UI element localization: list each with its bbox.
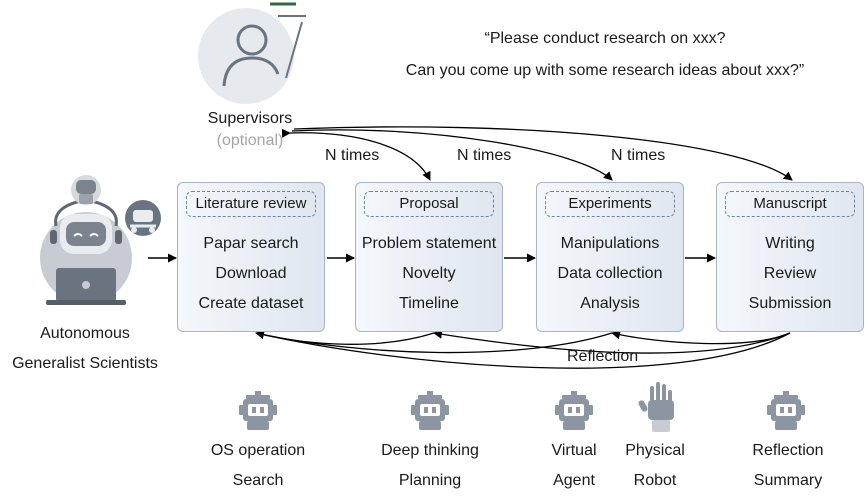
stage-item: Download xyxy=(215,265,287,282)
rover-icon xyxy=(125,200,161,236)
stage-item: Submission xyxy=(748,295,832,312)
loop-experiments xyxy=(291,129,613,181)
research-request-line-2: Can you come up with some research ideas… xyxy=(405,62,805,79)
loop-label-experiments: N times xyxy=(457,147,512,164)
scientist-avatar xyxy=(40,198,132,305)
agent-label-line-1: Autonomous xyxy=(40,325,130,342)
loop-proposal xyxy=(281,128,431,181)
reflection-curve-3 xyxy=(611,330,791,345)
tool-label-line-1: Deep thinking xyxy=(381,442,479,459)
tool-label-line-1: Reflection xyxy=(752,442,824,459)
stage-item: Review xyxy=(763,265,817,282)
stage-item: Manipulations xyxy=(560,235,660,252)
stage-item: Data collection xyxy=(557,265,663,282)
stage-item: Create dataset xyxy=(198,295,304,312)
stage-title: Proposal xyxy=(364,191,494,217)
stage-item: Problem statement xyxy=(361,235,497,252)
supervisors-optional-note: (optional) xyxy=(216,132,284,149)
stage-proposal: Proposal Problem statement Novelty Timel… xyxy=(355,182,503,332)
loop-label-proposal: N times xyxy=(325,147,380,164)
tool-label-line-2: Planning xyxy=(398,472,462,489)
loop-manuscript xyxy=(293,126,793,181)
stage-item: Writing xyxy=(765,235,815,252)
supervisor-icon xyxy=(198,2,306,104)
reflection-curve-2 xyxy=(433,329,791,354)
agent-label-line-2: Generalist Scientists xyxy=(12,355,158,372)
reflection-curve-1 xyxy=(255,330,791,369)
supervisors-label: Supervisors xyxy=(207,110,293,127)
loop-label-manuscript: N times xyxy=(611,147,666,164)
robot-icon xyxy=(239,391,277,430)
stage-item: Novelty xyxy=(402,265,456,282)
tool-label-line-1: Physical xyxy=(625,442,685,459)
robot-icon xyxy=(767,391,805,430)
stage-literature-review: Literature review Papar search Download … xyxy=(177,182,325,332)
robotic-hand-icon xyxy=(638,382,674,432)
tool-label-line-1: Virtual xyxy=(551,442,597,459)
tool-label-line-2: Robot xyxy=(633,472,677,489)
robot-icon xyxy=(555,391,593,430)
stage-item: Analysis xyxy=(580,295,640,312)
reflection-curve-5 xyxy=(255,332,435,345)
robot-icon xyxy=(411,391,449,430)
stage-manuscript: Manuscript Writing Review Submission xyxy=(716,182,864,332)
stage-item: Papar search xyxy=(203,235,299,252)
mini-robot-icon xyxy=(71,175,101,205)
stage-title: Experiments xyxy=(545,191,675,217)
tool-label-line-1: OS operation xyxy=(210,442,306,459)
stage-experiments: Experiments Manipulations Data collectio… xyxy=(536,182,684,332)
reflection-label: Reflection xyxy=(567,348,639,365)
research-request-line-1: “Please conduct research on xxx? xyxy=(484,30,726,47)
tool-label-line-2: Search xyxy=(232,472,284,489)
stage-item: Timeline xyxy=(399,295,459,312)
tool-label-line-2: Summary xyxy=(753,472,823,489)
stage-title: Manuscript xyxy=(725,191,855,217)
stage-title: Literature review xyxy=(186,191,316,217)
tool-label-line-2: Agent xyxy=(553,472,595,489)
